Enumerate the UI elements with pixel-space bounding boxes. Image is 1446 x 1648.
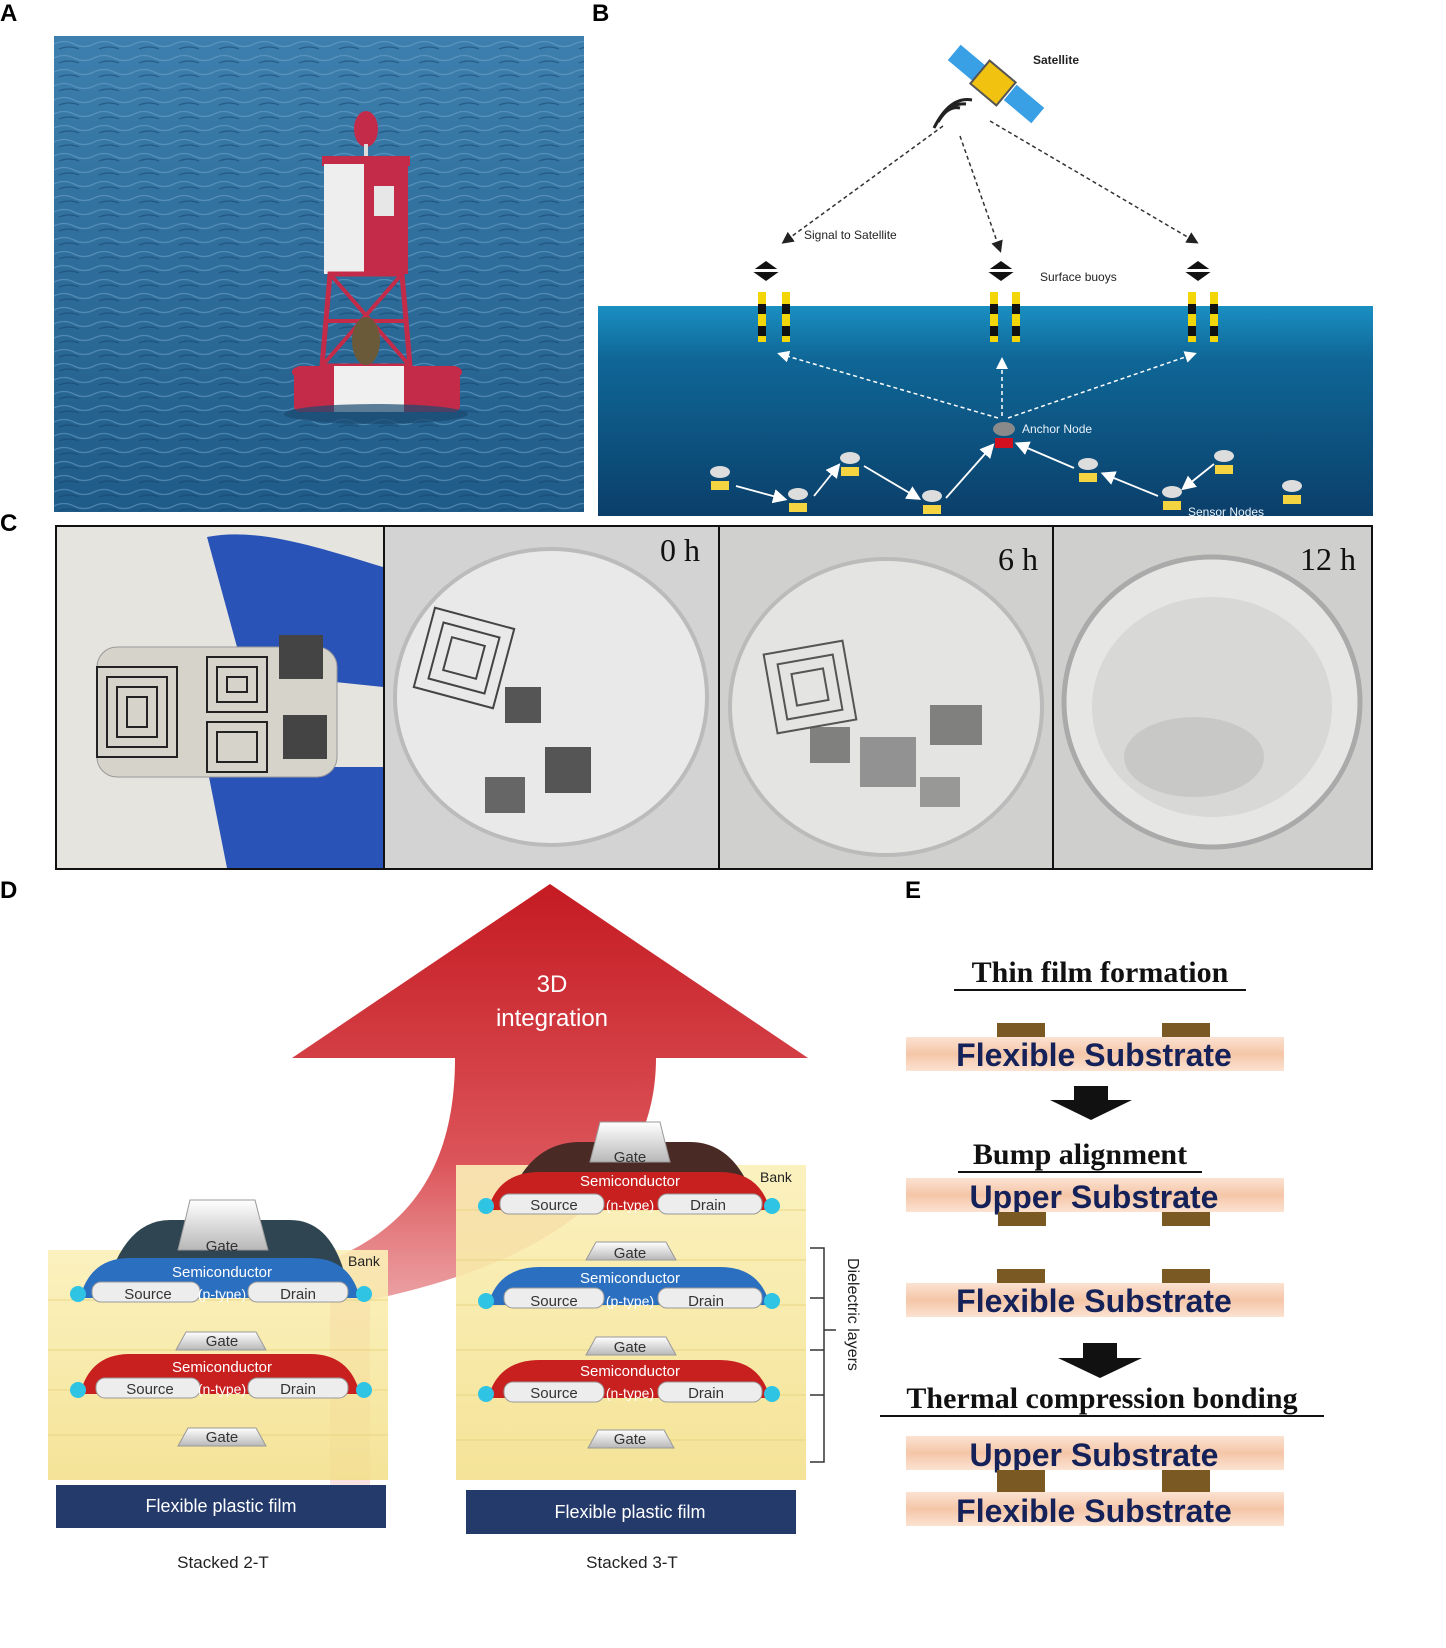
anchor-node-label: Anchor Node xyxy=(1022,422,1092,436)
stacked-2t xyxy=(48,1199,388,1528)
right-gate-1: Gate xyxy=(614,1149,647,1166)
right-gate-2: Gate xyxy=(614,1245,647,1262)
left-ptype: (p-type) xyxy=(198,1286,246,1302)
substrate-2: Flexible Substrate xyxy=(956,1283,1232,1319)
right-source-1: Source xyxy=(530,1197,578,1214)
panel-letter-c: C xyxy=(0,510,18,537)
stacked-transistor-diagram: 3D integration Gate Semiconductor Source… xyxy=(48,884,861,1572)
right-ptype: (p-type) xyxy=(606,1293,654,1309)
dish-0h xyxy=(385,527,718,868)
left-bank: Bank xyxy=(348,1253,381,1269)
buoy-photo xyxy=(54,36,584,512)
flexible-device-photo xyxy=(57,527,383,868)
stacked-3t xyxy=(456,1121,836,1534)
satellite-icon xyxy=(932,44,1045,129)
right-drain-2: Drain xyxy=(688,1293,724,1310)
time-label-0h: 0 h xyxy=(660,532,700,568)
substrate-3: Flexible Substrate xyxy=(956,1493,1232,1529)
sensor-nodes-label: Sensor Nodes xyxy=(1188,505,1264,516)
down-arrow-2 xyxy=(1058,1358,1142,1378)
left-caption: Stacked 2-T xyxy=(177,1553,269,1572)
left-source-2: Source xyxy=(126,1381,174,1398)
right-drain-3: Drain xyxy=(688,1385,724,1402)
time-label-12h: 12 h xyxy=(1300,541,1356,577)
right-gate-3: Gate xyxy=(614,1339,647,1356)
left-semiconductor-2: Semiconductor xyxy=(172,1359,272,1376)
anchor-node xyxy=(993,422,1015,448)
right-semiconductor-3: Semiconductor xyxy=(580,1363,680,1380)
upper-substrate-2: Upper Substrate xyxy=(970,1437,1219,1473)
network-diagram: Satellite Signal to Satellite Surface bu… xyxy=(598,44,1373,516)
bonding-process-diagram: Thin film formation Flexible Substrate B… xyxy=(880,956,1324,1529)
arrow-label-1: 3D xyxy=(537,971,568,998)
time-label-6h: 6 h xyxy=(998,541,1038,577)
sensor-nodes xyxy=(710,450,1302,514)
right-bank: Bank xyxy=(760,1169,793,1185)
right-ntype-1: (n-type) xyxy=(606,1197,654,1213)
left-gate-3: Gate xyxy=(206,1429,239,1446)
buoy xyxy=(284,111,468,424)
signal-label: Signal to Satellite xyxy=(804,228,897,242)
surface-buoys-label: Surface buoys xyxy=(1040,270,1117,284)
surface-buoy-1 xyxy=(751,261,790,342)
step-thermal-bonding: Thermal compression bonding xyxy=(906,1382,1297,1415)
right-source-2: Source xyxy=(530,1293,578,1310)
panel-letter-b: B xyxy=(592,0,610,27)
left-ntype: (n-type) xyxy=(198,1381,246,1397)
surface-buoy-2 xyxy=(986,261,1020,342)
right-caption: Stacked 3-T xyxy=(586,1553,678,1572)
left-gate-2: Gate xyxy=(206,1333,239,1350)
left-drain-1: Drain xyxy=(280,1286,316,1303)
panel-letter-e: E xyxy=(905,877,922,904)
dish-6h xyxy=(720,527,1052,868)
dielectric-label: Dielectric layers xyxy=(844,1258,861,1371)
left-source-1: Source xyxy=(124,1286,172,1303)
right-film: Flexible plastic film xyxy=(554,1502,705,1522)
left-drain-2: Drain xyxy=(280,1381,316,1398)
substrate-1: Flexible Substrate xyxy=(956,1037,1232,1073)
right-source-3: Source xyxy=(530,1385,578,1402)
panel-letter-d: D xyxy=(0,877,18,904)
surface-buoy-3 xyxy=(1183,261,1218,342)
upper-substrate-1: Upper Substrate xyxy=(970,1179,1219,1215)
down-arrow-1 xyxy=(1050,1100,1132,1120)
right-semiconductor-2: Semiconductor xyxy=(580,1270,680,1287)
left-semiconductor-1: Semiconductor xyxy=(172,1264,272,1281)
right-gate-4: Gate xyxy=(614,1431,647,1448)
arrow-label-2: integration xyxy=(496,1005,608,1032)
right-drain-1: Drain xyxy=(690,1197,726,1214)
left-film: Flexible plastic film xyxy=(145,1496,296,1516)
panel-letter-a: A xyxy=(0,0,18,27)
satellite-label: Satellite xyxy=(1033,53,1079,67)
left-gate-1: Gate xyxy=(206,1238,239,1255)
dish-12h xyxy=(1054,527,1371,868)
right-ntype-2: (n-type) xyxy=(606,1385,654,1401)
right-semiconductor-1: Semiconductor xyxy=(580,1173,680,1190)
step-thin-film: Thin film formation xyxy=(972,956,1229,989)
step-bump-alignment: Bump alignment xyxy=(973,1138,1187,1171)
